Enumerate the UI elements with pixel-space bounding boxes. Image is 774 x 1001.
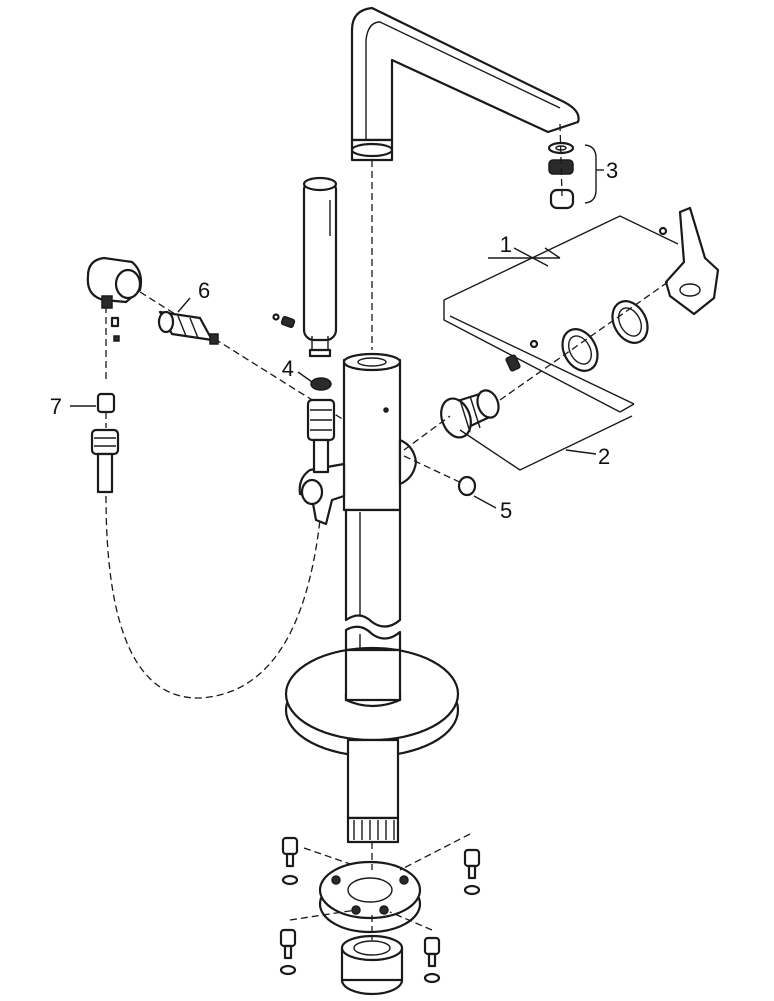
hand-shower <box>302 176 338 358</box>
small-screws <box>272 313 477 497</box>
mounting-plate <box>318 860 422 934</box>
callout-5: 5 <box>500 498 512 523</box>
lever-handle <box>443 206 720 413</box>
spout <box>350 6 580 162</box>
shower-hose <box>90 398 336 699</box>
diverter-valve <box>157 310 219 345</box>
floor-rosette <box>284 646 460 758</box>
alignment-lines <box>105 123 669 940</box>
callout-7: 7 <box>50 394 62 419</box>
main-body <box>298 352 418 526</box>
callout-1: 1 <box>500 232 512 257</box>
callout-2: 2 <box>598 444 610 469</box>
leader-lines <box>70 247 597 509</box>
lower-pipe <box>346 738 400 844</box>
callout-3: 3 <box>606 158 618 183</box>
trim-rings <box>561 300 649 372</box>
callout-4: 4 <box>282 356 294 381</box>
cartridge <box>440 339 539 439</box>
callout-6: 6 <box>198 278 210 303</box>
aerator-set <box>547 141 604 210</box>
anchor-bolts <box>279 836 481 984</box>
elbow-connector <box>86 256 143 414</box>
bottom-nut <box>340 934 404 996</box>
